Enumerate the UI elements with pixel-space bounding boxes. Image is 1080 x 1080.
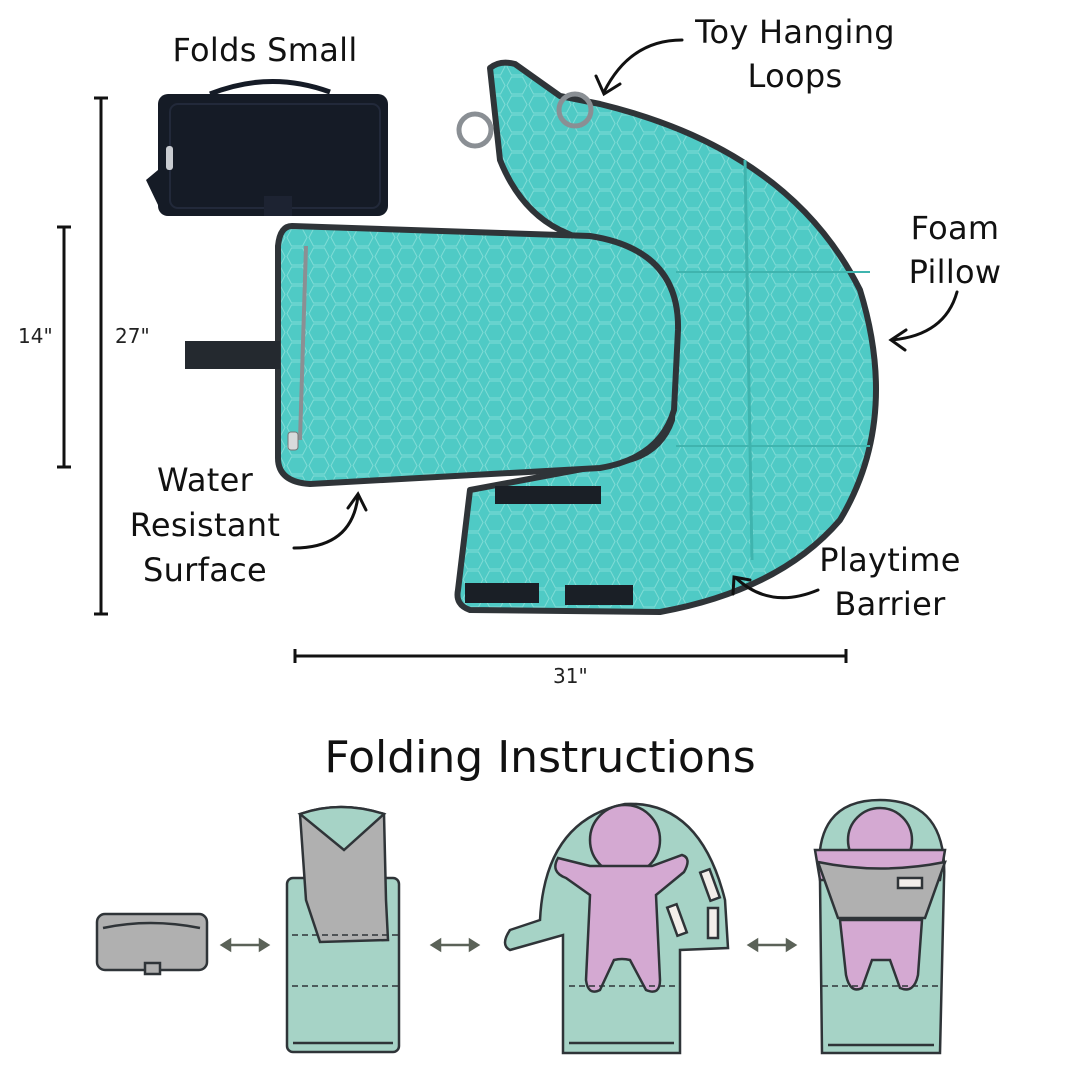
toy-ring-icon [456, 111, 494, 149]
water-resistant-label-line2: Resistant [129, 506, 281, 544]
foam-pillow-label-line1: Foam [910, 209, 1000, 247]
open-changing-mat-photo [185, 59, 879, 615]
dimension-14in-line [57, 225, 71, 469]
step-3-open-mat-diagram [503, 802, 730, 1055]
playtime-barrier-label-line1: Playtime [819, 541, 961, 579]
water-resistant-label-line1: Water [156, 461, 254, 499]
dimension-14in-label: 14" [18, 324, 53, 348]
folded-bag-photo [146, 79, 388, 216]
arrowhead-icon [731, 575, 752, 596]
arrow-foam-pillow-icon [890, 290, 959, 342]
toy-hanging-loops-label-line1: Toy Hanging [695, 13, 895, 51]
playtime-barrier-label-line2: Barrier [834, 585, 946, 623]
water-resistant-label-line3: Surface [142, 551, 267, 589]
folding-instructions-title: Folding Instructions [324, 732, 756, 783]
foam-pillow-label-line2: Pillow [908, 253, 1002, 291]
arrow-toy-loops-icon [602, 38, 684, 94]
toy-hanging-loops-label-line2: Loops [747, 57, 843, 95]
arrow-playtime-barrier-icon [734, 576, 820, 600]
arrow-water-resistant-icon [292, 494, 360, 550]
folds-small-label: Folds Small [172, 31, 358, 69]
arrowhead-icon [888, 328, 908, 352]
step-2-partially-folded-diagram [285, 805, 401, 1054]
step-1-folded-bag-diagram [95, 912, 209, 976]
dimension-27in-line [94, 96, 108, 616]
dimension-31in-label: 31" [553, 664, 588, 688]
dimension-27in-label: 27" [115, 324, 150, 348]
dimension-31in-line [293, 649, 848, 663]
step-arrow-icon [219, 937, 798, 953]
arrowhead-icon [594, 74, 622, 97]
arrowhead-icon [346, 491, 368, 512]
toy-ring-icon [556, 91, 594, 129]
step-4-baby-secured-diagram [813, 798, 947, 1055]
